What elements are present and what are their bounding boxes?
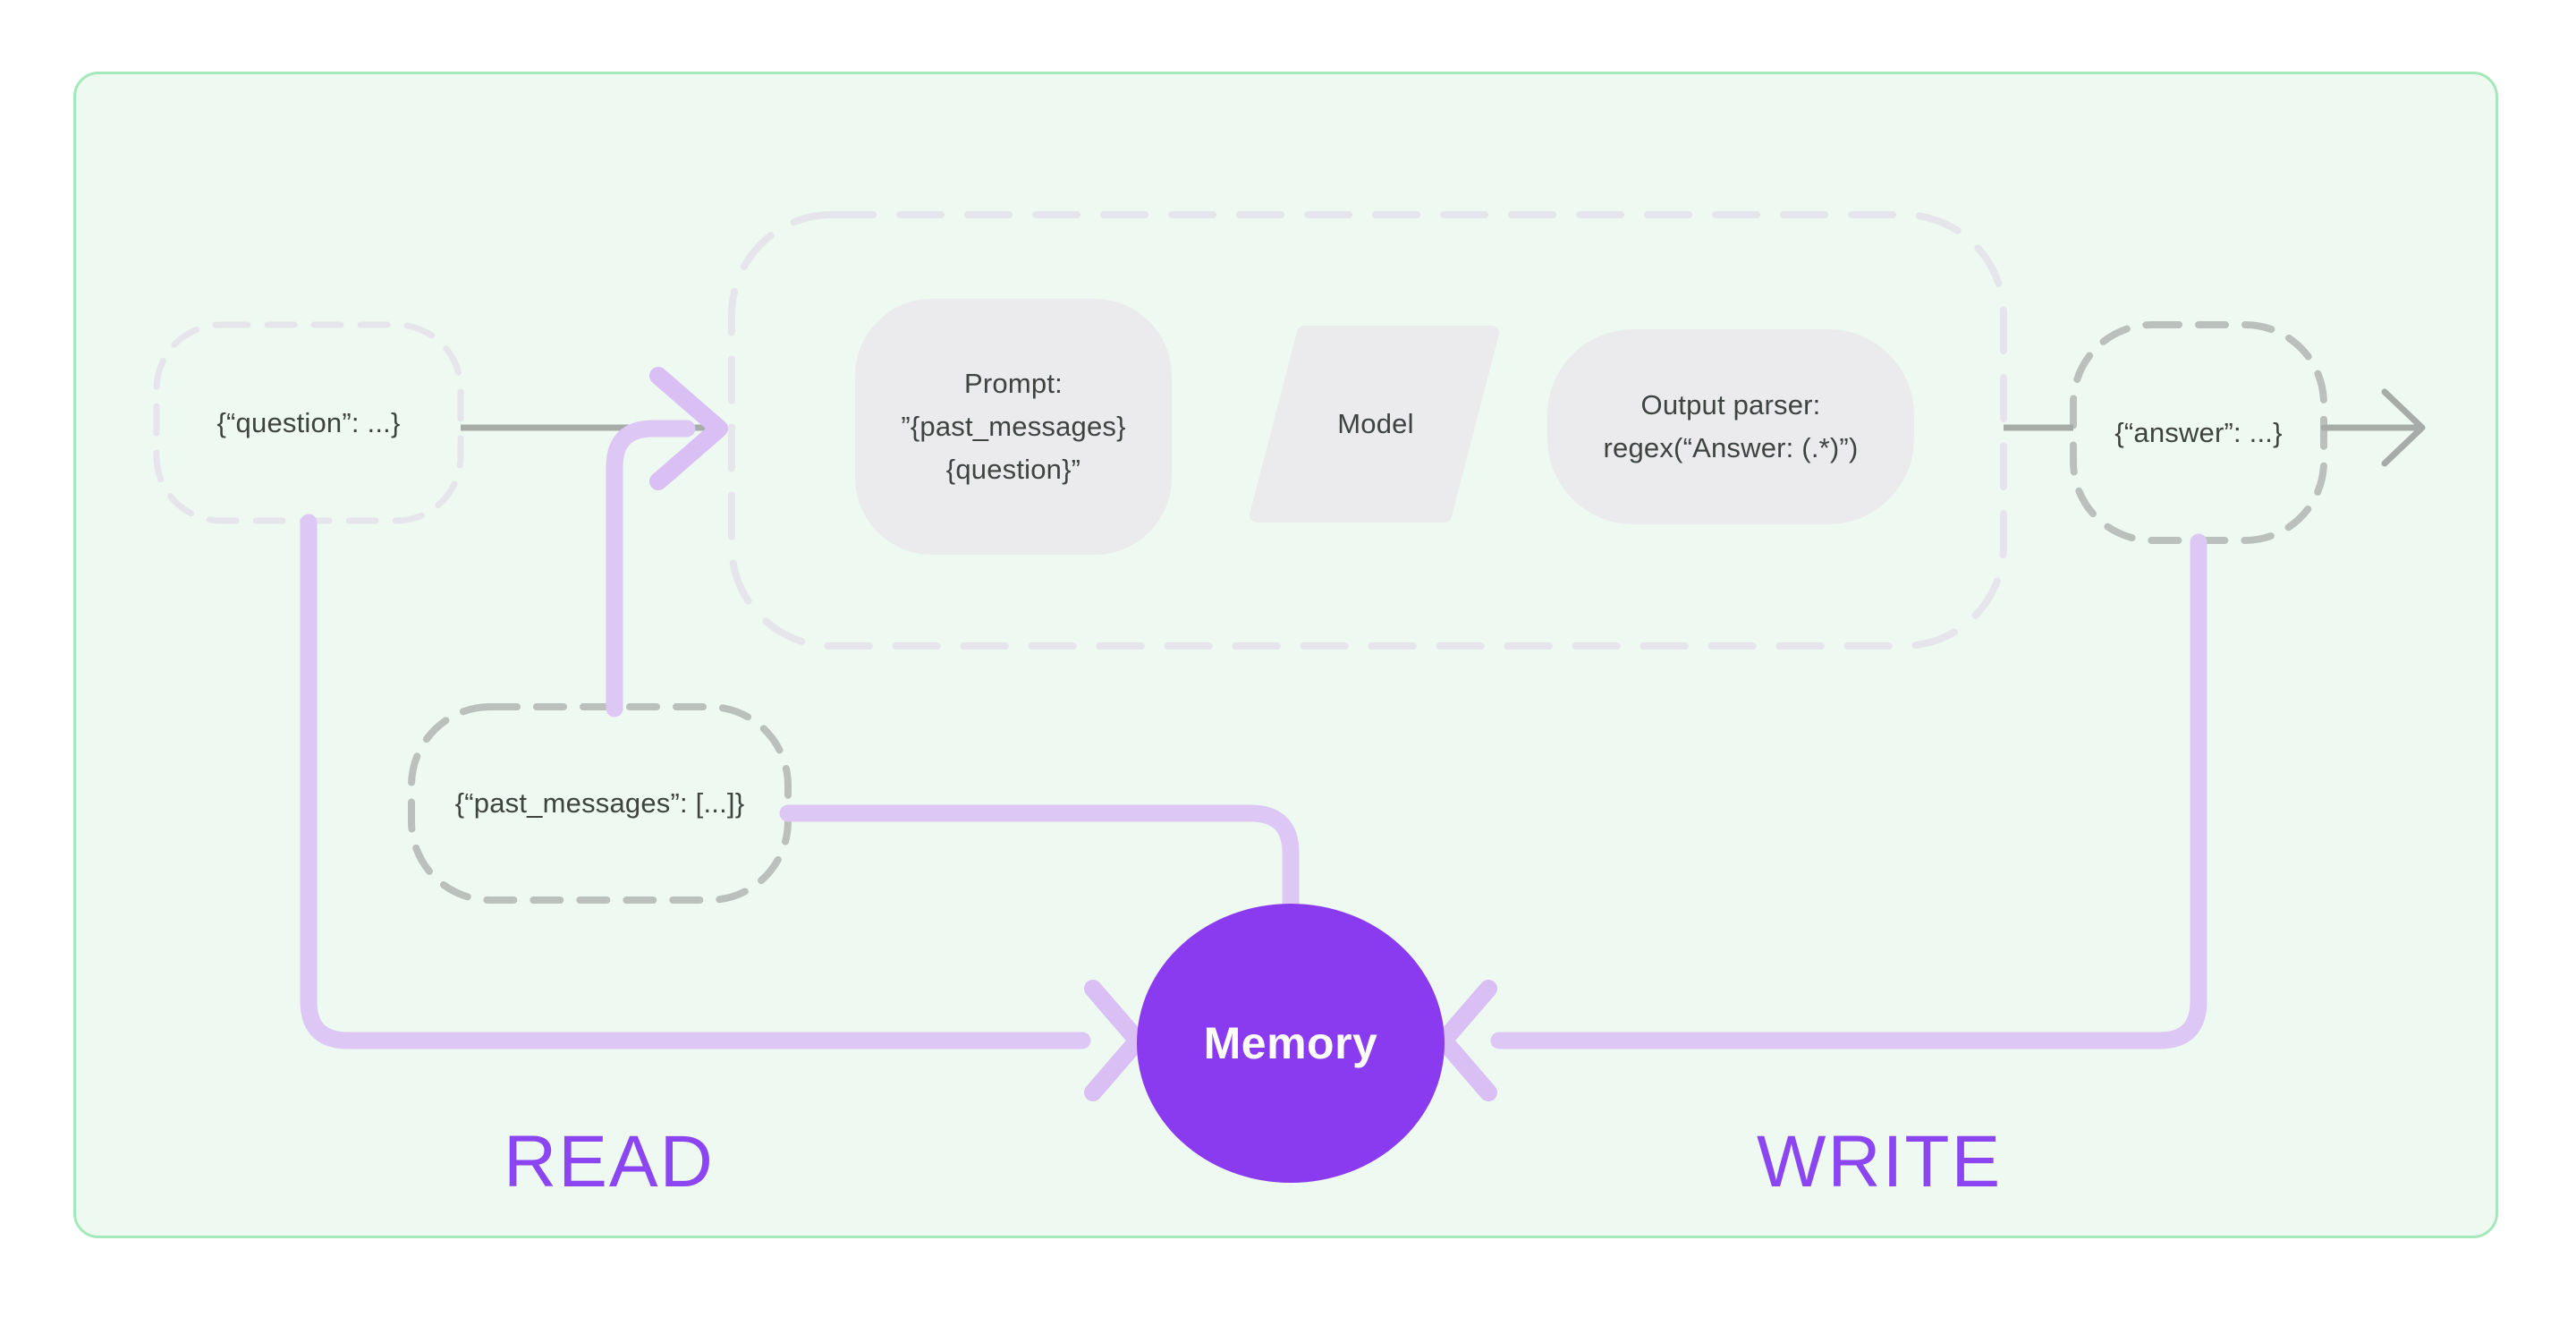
memory-node-shape — [1137, 904, 1445, 1183]
answer-node-label: {“answer”: ...} — [2114, 416, 2283, 448]
model-node-shape — [1250, 326, 1499, 523]
write-path-line — [1490, 533, 2207, 1049]
chain-container-outline — [728, 211, 2007, 650]
output-parser-node-label: Output parser: regex(“Answer: (.*)”) — [1547, 329, 1914, 524]
chain-input-arrowhead-icon — [649, 367, 728, 490]
prompt-line-2: ”{past_messages} — [901, 411, 1126, 442]
memory-read-arrowhead-icon — [1084, 980, 1147, 1101]
output-parser-line-1: Output parser: — [1640, 389, 1821, 421]
model-node-label: Model — [1337, 408, 1414, 439]
prompt-node-shape — [855, 299, 1172, 555]
past-messages-to-memory-line — [779, 804, 1300, 916]
prompt-line-1: Prompt: — [964, 368, 1063, 399]
output-parser-node-shape — [1547, 329, 1914, 524]
read-path-line — [300, 514, 1091, 1049]
prompt-node-label: Prompt: ”{past_messages} {question}” — [855, 299, 1172, 555]
past-messages-node-label: {“past_messages”: [...]} — [454, 787, 745, 819]
read-flow-label: READ — [504, 1121, 715, 1202]
memory-write-arrowhead-icon — [1435, 980, 1497, 1101]
answer-output-arrowhead-icon — [2381, 388, 2426, 467]
output-parser-line-2: regex(“Answer: (.*)”) — [1603, 432, 1859, 463]
write-flow-label: WRITE — [1757, 1121, 2003, 1202]
prompt-line-3: {question}” — [945, 454, 1081, 485]
memory-node-label: Memory — [1203, 1018, 1378, 1068]
past-messages-to-chain-line — [606, 420, 696, 718]
question-node-label: {“question”: ...} — [216, 406, 401, 438]
past-messages-node-outline — [408, 703, 792, 904]
